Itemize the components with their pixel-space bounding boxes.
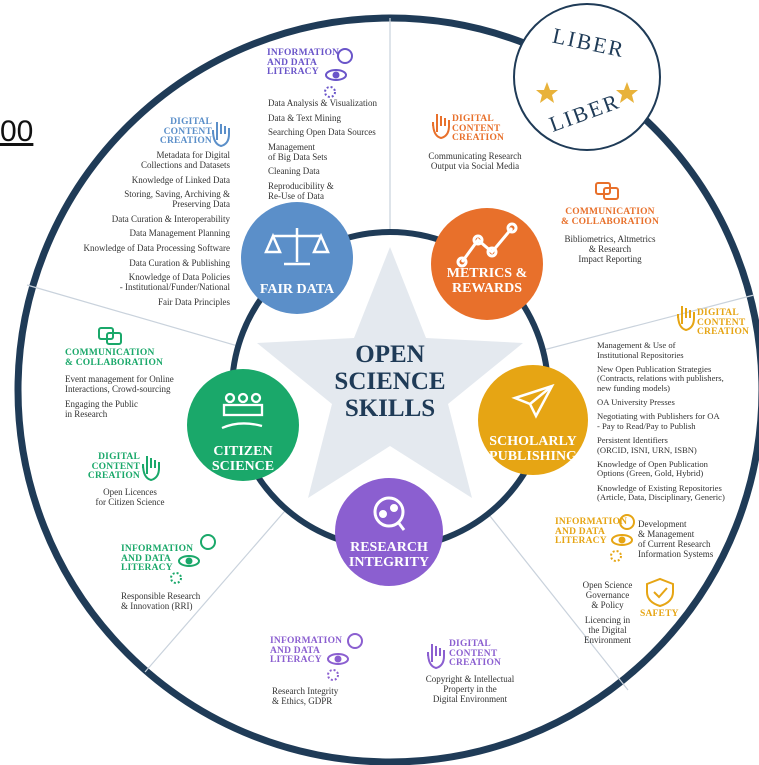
list-item: Searching Open Data Sources [268, 127, 376, 138]
citizen-digital-list: Open Licences for Citizen Science [75, 487, 185, 512]
list-item: Management of Big Data Sets [268, 141, 328, 162]
star-icon [616, 82, 638, 103]
hand-pointer-icon [427, 644, 445, 670]
hand-pointer-icon [212, 122, 230, 148]
heading-info-literacy: INFORMATION AND DATA LITERACY [270, 636, 343, 666]
list-item: Open Science Governance & Policy [582, 580, 633, 611]
center-title: OPEN SCIENCE SKILLS [334, 341, 446, 422]
list-item: Event management for Online Interactions… [65, 374, 174, 395]
list-item: Management & Use of Institutional Reposi… [597, 340, 684, 360]
list-item: Knowledge of Data Processing Software [83, 243, 230, 254]
list-item: Knowledge of Open Publication Options (G… [597, 458, 708, 479]
hand-pointer-icon [677, 306, 695, 332]
publishing-label: SCHOLARLY PUBLISHING [489, 434, 577, 465]
heading-digital-content: DIGITAL CONTENT CREATION [697, 308, 750, 338]
metrics-label: METRICS & REWARDS [446, 266, 528, 297]
magnifier-icon [373, 496, 406, 531]
heading-info-literacy: INFORMATION AND DATA LITERACY [267, 48, 340, 78]
list-item: Research Integrity & Ethics, GDPR [272, 686, 339, 707]
people-hand-icon [221, 392, 264, 430]
list-item: Metadata for Digital Collections and Dat… [141, 150, 230, 171]
list-item: Engaging the Public in Research [65, 398, 138, 419]
publishing-digital-list: Management & Use of Institutional Reposi… [597, 340, 747, 507]
heading-digital-content: DIGITAL CONTENT CREATION [452, 114, 505, 144]
metrics-digital-list: Communicating Research Output via Social… [410, 151, 540, 176]
fair-digital-list: Metadata for Digital Collections and Dat… [60, 150, 230, 311]
chat-bubbles-icon [595, 182, 619, 200]
list-item: Responsible Research & Innovation (RRI) [121, 591, 201, 612]
integrity-info-list: Research Integrity & Ethics, GDPR [272, 686, 372, 711]
list-item: Copyright & Intellectual Property in the… [425, 674, 515, 705]
list-item: Communicating Research Output via Social… [428, 151, 522, 172]
publishing-info-list: Development & Management of Current Rese… [638, 519, 738, 564]
heading-info-literacy: INFORMATION AND DATA LITERACY [555, 517, 628, 547]
citizen-comm-list: Event management for Online Interactions… [65, 374, 225, 423]
list-item: Data Curation & Interoperability [111, 213, 230, 224]
publishing-safety-list: Open Science Governance & Policy Licenci… [575, 580, 640, 649]
list-item: Data Management Planning [129, 228, 230, 239]
list-item: Reproducibility & Re-Use of Data [268, 180, 334, 202]
list-item: OA University Presses [597, 397, 675, 408]
heading-info-literacy: INFORMATION AND DATA LITERACY [121, 544, 194, 574]
heading-comm-collab: COMMUNICATION & COLLABORATION [65, 348, 164, 368]
scales-icon [264, 228, 330, 266]
hand-pointer-icon [432, 114, 450, 140]
list-item: Knowledge of Data Policies - Institution… [119, 272, 230, 293]
list-item: Data Analysis & Visualization [268, 98, 378, 108]
heading-digital-content: DIGITAL CONTENT CREATION [159, 117, 212, 147]
list-item: Bibliometrics, Altmetrics & Research Imp… [564, 234, 656, 265]
star-icon [536, 82, 558, 103]
list-item: Licencing in the Digital Environment [584, 614, 631, 645]
list-item: Cleaning Data [268, 166, 320, 177]
list-item: Persistent Identifiers (ORCID, ISNI, URN… [597, 435, 697, 455]
liber-logo [513, 3, 661, 151]
heading-digital-content: DIGITAL CONTENT CREATION [87, 452, 140, 482]
citizen-node [187, 369, 299, 481]
integrity-digital-list: Copyright & Intellectual Property in the… [410, 674, 530, 709]
corner-text: 00 [0, 115, 34, 148]
metrics-comm-list: Bibliometrics, Altmetrics & Research Imp… [555, 234, 665, 269]
publishing-node [478, 365, 588, 475]
chart-line-icon [456, 222, 518, 268]
list-item: New Open Publication Strategies (Contrac… [597, 363, 724, 393]
citizen-info-list: Responsible Research & Innovation (RRI) [121, 591, 231, 616]
eye-info-icon [327, 633, 363, 681]
heading-safety: SAFETY [640, 609, 679, 619]
paper-plane-icon [511, 383, 555, 419]
integrity-node [335, 478, 443, 586]
center-star [257, 247, 523, 498]
fair-data-label: FAIR DATA [259, 282, 335, 297]
list-item: Data Curation & Publishing [129, 257, 230, 268]
eye-info-icon [610, 514, 635, 562]
metrics-node [431, 208, 543, 320]
list-item: Data & Text Mining [268, 112, 341, 123]
list-item: Knowledge of Linked Data [131, 174, 230, 185]
fair-info-list: Data Analysis & Visualization Data & Tex… [268, 98, 398, 206]
chat-bubbles-icon [98, 327, 122, 345]
list-item: Negotiating with Publishers for OA - Pay… [597, 411, 720, 431]
list-item: Storing, Saving, Archiving & Preserving … [124, 189, 230, 210]
list-item: Development & Management of Current Rese… [638, 519, 714, 560]
hand-pointer-icon [142, 456, 160, 482]
list-item: Fair Data Principles [158, 296, 230, 307]
list-item: Open Licences for Citizen Science [95, 487, 165, 508]
integrity-label: RESEARCH INTEGRITY [348, 540, 430, 571]
shield-icon [646, 577, 674, 608]
list-item: Knowledge of Existing Repositories (Arti… [597, 482, 725, 503]
eye-info-icon [170, 534, 216, 584]
heading-digital-content: DIGITAL CONTENT CREATION [449, 639, 502, 669]
citizen-label: CITIZEN SCIENCE [211, 444, 275, 475]
heading-comm-collab: COMMUNICATION & COLLABORATION [560, 207, 660, 227]
eye-info-icon [324, 48, 353, 98]
